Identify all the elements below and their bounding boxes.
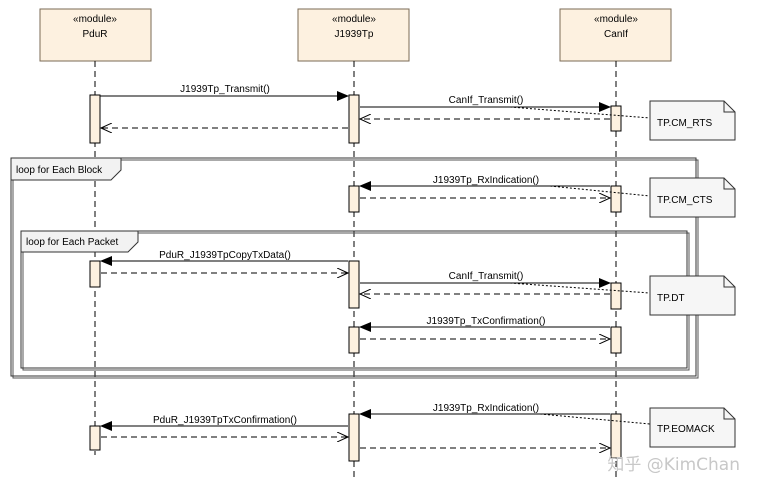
- activation-canif-5: [610, 413, 622, 459]
- activation-j1939tp-2: [348, 185, 360, 213]
- activation-j1939tp-4: [348, 326, 360, 354]
- message-label: CanIf_Transmit(): [449, 271, 524, 282]
- loop-packet-label: loop for Each Packet: [26, 237, 118, 248]
- canif-name: CanIf: [604, 29, 628, 40]
- loop-block-label: loop for Each Block: [16, 165, 103, 176]
- pdur-stereotype: «module»: [73, 14, 117, 25]
- message-copytxdata: PduR_J1939TpCopyTxData(): [100, 250, 348, 266]
- note-cm-rts: TP.CM_RTS: [509, 100, 736, 141]
- note-label: TP.CM_RTS: [657, 118, 713, 129]
- canif-stereotype: «module»: [594, 14, 638, 25]
- activation-pdur-2: [89, 260, 101, 288]
- activation-canif-3: [610, 282, 622, 310]
- activation-canif-4: [610, 326, 622, 354]
- message-pdur-txconfirmation: PduR_J1939TpTxConfirmation(): [100, 415, 348, 431]
- message-label: PduR_J1939TpTxConfirmation(): [153, 415, 297, 426]
- message-canif-transmit-2: CanIf_Transmit(): [360, 271, 611, 288]
- message-canif-transmit-1: CanIf_Transmit(): [360, 95, 611, 112]
- watermark: 知乎 @KimChan: [607, 455, 740, 475]
- note-label: TP.DT: [657, 293, 685, 304]
- pdur-name: PduR: [82, 29, 107, 40]
- note-eomack: TP.EOMACK: [539, 407, 736, 448]
- message-label: J1939Tp_TxConfirmation(): [427, 316, 546, 327]
- message-txconfirmation: J1939Tp_TxConfirmation(): [359, 316, 610, 332]
- note-cm-cts: TP.CM_CTS: [549, 177, 736, 218]
- message-label: J1939Tp_RxIndication(): [433, 403, 539, 414]
- message-label: PduR_J1939TpCopyTxData(): [159, 250, 291, 261]
- activation-pdur-1: [89, 94, 101, 144]
- message-rxindication-2: J1939Tp_RxIndication(): [359, 403, 610, 419]
- message-label: CanIf_Transmit(): [449, 95, 524, 106]
- note-label: TP.EOMACK: [657, 424, 715, 435]
- participant-canif: «module» CanIf: [559, 8, 672, 62]
- message-label: J1939Tp_Transmit(): [180, 84, 270, 95]
- activation-j1939tp-5: [348, 413, 360, 462]
- message-rxindication-1: J1939Tp_RxIndication(): [359, 175, 610, 191]
- note-dt: TP.DT: [509, 275, 736, 316]
- note-label: TP.CM_CTS: [657, 195, 713, 206]
- activation-j1939tp-3: [348, 260, 360, 309]
- activation-canif-1: [610, 105, 622, 132]
- participant-pdur: «module» PduR: [39, 8, 152, 62]
- participant-j1939tp: «module» J1939Tp: [297, 8, 410, 62]
- j1939tp-name: J1939Tp: [335, 29, 374, 40]
- activation-pdur-3: [89, 425, 101, 451]
- activation-j1939tp-1: [348, 94, 360, 144]
- message-label: J1939Tp_RxIndication(): [433, 175, 539, 186]
- activation-canif-2: [610, 185, 622, 213]
- j1939tp-stereotype: «module»: [332, 14, 376, 25]
- message-j1939tp-transmit: J1939Tp_Transmit(): [100, 84, 349, 101]
- loop-frame-block: loop for Each Block: [10, 157, 699, 379]
